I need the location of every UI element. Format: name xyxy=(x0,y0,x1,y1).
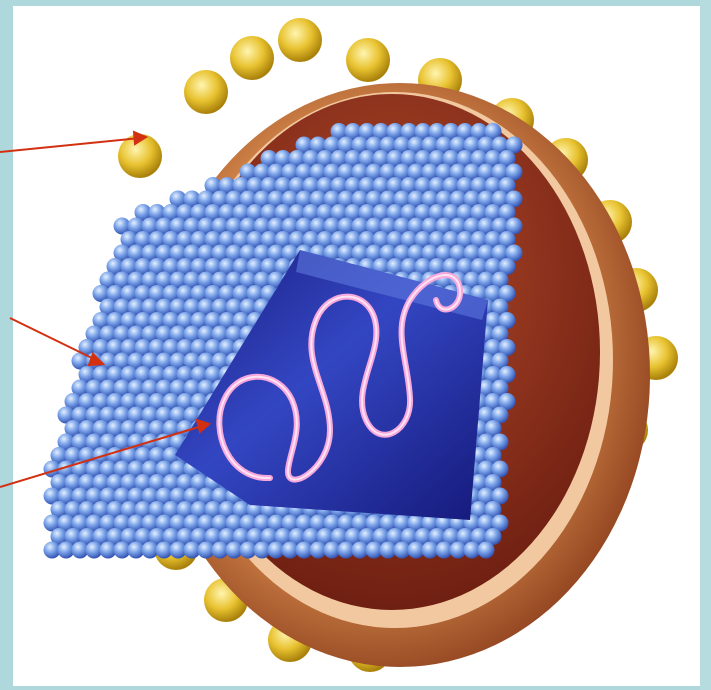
spike-knob xyxy=(184,70,228,114)
spike-knob xyxy=(346,38,390,82)
spike-knob xyxy=(278,18,322,62)
capsid-bead xyxy=(478,542,495,559)
spike-knob xyxy=(230,36,274,80)
pointer-arrow-capsid xyxy=(10,318,96,360)
